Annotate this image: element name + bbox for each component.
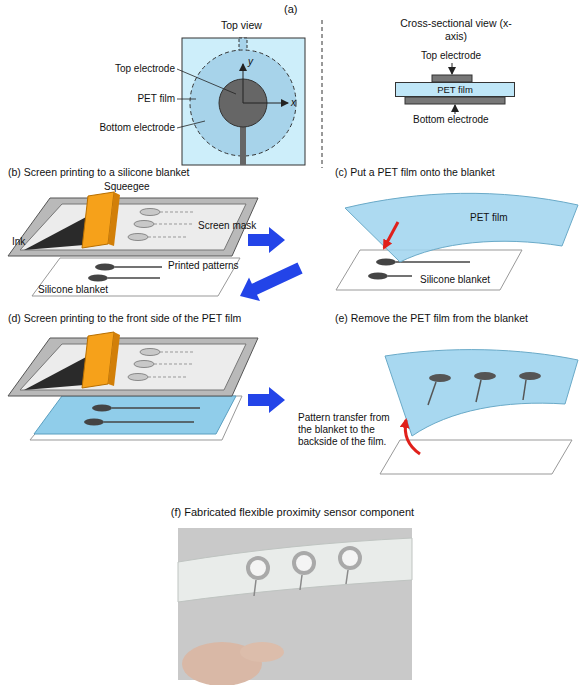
printed-trace — [396, 261, 470, 263]
printed-trace — [112, 407, 200, 409]
step-heading: (e) Remove the PET film from the blanket — [335, 312, 580, 325]
sensor-electrode — [248, 558, 268, 578]
printed-trace — [115, 266, 162, 268]
x-axis — [243, 103, 288, 104]
leader-arrow — [452, 63, 453, 74]
part-label: PET film — [80, 93, 175, 105]
sensor-trace — [300, 575, 302, 590]
silicone-blanket — [30, 396, 242, 440]
printed-trace — [388, 275, 412, 277]
pet-film-sheet — [385, 350, 578, 436]
sensor-trace — [346, 570, 348, 584]
process-step: (d) Screen printing to the front side of… — [5, 296, 248, 462]
step-heading: (c) Put a PET film onto the blanket — [335, 166, 580, 179]
part-label: Bottom electrode — [413, 114, 489, 126]
silicone-blanket — [32, 258, 240, 296]
sensor-electrode — [294, 553, 314, 573]
y-axis — [243, 64, 244, 103]
axis-label: x — [291, 97, 296, 109]
printed-pattern — [368, 273, 388, 280]
motion-arrow — [384, 222, 398, 248]
pet-film-layer: PET film — [395, 82, 515, 97]
part-label: Squeegee — [104, 181, 150, 193]
part-label: Silicone blanket — [38, 284, 108, 296]
flow-arrow — [248, 227, 285, 253]
pet-film — [182, 38, 305, 165]
printed-trace — [523, 380, 526, 400]
leader-line — [177, 69, 236, 94]
printed-pattern — [429, 374, 451, 382]
part-label: Silicone blanket — [420, 274, 490, 286]
screen-printer — [8, 332, 258, 396]
printed-pattern — [474, 372, 496, 380]
part-label: Top electrode — [80, 63, 175, 75]
printed-trace — [428, 382, 436, 405]
pet-film-sheet — [345, 193, 578, 262]
bottom-electrode-layer — [405, 97, 505, 104]
printed-pattern — [92, 405, 112, 412]
printed-trace — [476, 380, 481, 402]
flow-arrow — [240, 263, 303, 301]
part-label: PET film — [470, 212, 508, 224]
part-label: Bottom electrode — [80, 122, 175, 134]
sensor-trace — [254, 580, 256, 596]
printed-pattern — [88, 275, 108, 282]
screen-printer — [8, 192, 258, 256]
panel-heading: (f) Fabricated flexible proximity sensor… — [0, 506, 585, 519]
silicone-blanket — [336, 250, 522, 290]
note-text: Pattern transfer from the blanket to the… — [298, 412, 402, 448]
step-heading: (d) Screen printing to the front side of… — [8, 312, 248, 325]
flow-arrow — [248, 387, 285, 413]
printed-trace — [108, 277, 160, 279]
part-label: Printed patterns — [168, 260, 239, 272]
printed-pattern — [519, 372, 541, 380]
step-heading: (b) Screen printing to a silicone blanke… — [8, 166, 248, 179]
leader-line — [177, 99, 196, 100]
printed-pattern — [84, 419, 104, 426]
sensor-electrode — [340, 548, 360, 568]
panel-label: (a) — [284, 3, 297, 16]
transfer-arrow — [405, 420, 420, 454]
printed-pattern — [95, 264, 115, 271]
printed-trace — [104, 421, 194, 423]
part-label: Top electrode — [421, 50, 481, 62]
view-title: Top view — [221, 19, 262, 32]
part-label: Screen mask — [198, 220, 256, 232]
leader-line — [177, 121, 205, 128]
process-step: (c) Put a PET film onto the blanket — [285, 166, 580, 268]
top-electrode-layer — [432, 75, 472, 82]
sensor-film — [178, 538, 412, 602]
divider-line — [322, 20, 323, 168]
pet-film-sheet — [34, 396, 236, 434]
axis-label: y — [248, 56, 253, 68]
part-label: Ink — [12, 236, 25, 248]
layer-name: PET film — [437, 85, 473, 95]
leader-arrow — [455, 105, 456, 114]
view-title: Cross-sectional view (x-axis) — [398, 17, 514, 42]
printed-pattern — [376, 259, 396, 266]
finger — [240, 642, 284, 662]
